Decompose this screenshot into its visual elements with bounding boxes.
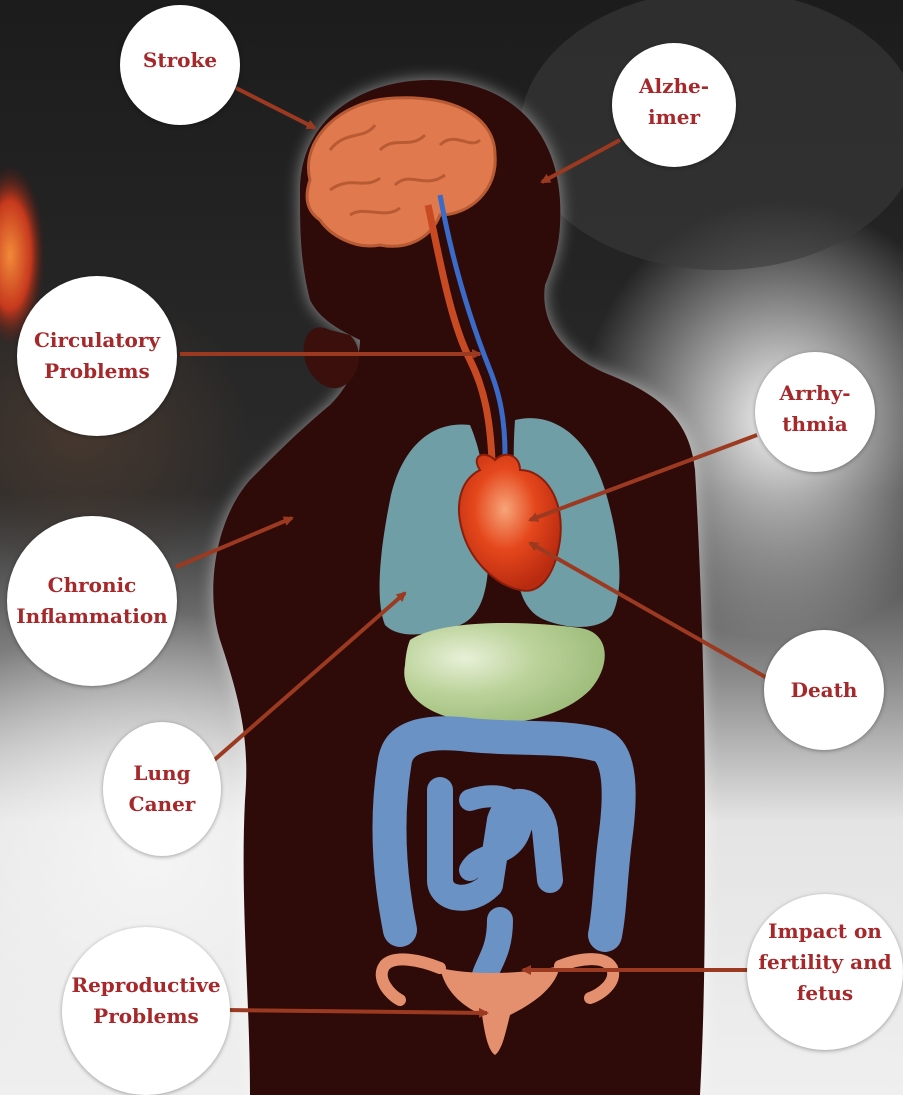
reproductive-label-bubble: Reproductive Problems <box>62 927 230 1095</box>
lung-label-line2: Caner <box>129 789 196 820</box>
circulatory-label-bubble: Circulatory Problems <box>17 276 177 436</box>
chronic-label-line1: Chronic <box>16 570 167 601</box>
impact-label-line1: Impact on <box>758 916 891 947</box>
death-label: Death <box>791 675 858 706</box>
impact-label-line3: fetus <box>758 978 891 1009</box>
reproductive-label-line2: Problems <box>71 1001 220 1032</box>
death-label-bubble: Death <box>764 630 884 750</box>
alzheimer-label-line2: imer <box>639 102 709 133</box>
chronic-label-line2: Inflammation <box>16 601 167 632</box>
alzheimer-label-line1: Alzhe- <box>639 71 709 102</box>
lung-label-line1: Lung <box>129 758 196 789</box>
chronic-inflammation-label-bubble: Chronic Inflammation <box>7 516 177 686</box>
stroke-label: Stroke <box>143 45 217 76</box>
arrhythmia-label-bubble: Arrhy- thmia <box>755 352 875 472</box>
lung-cancer-label-bubble: Lung Caner <box>103 722 221 856</box>
stroke-label-bubble: Stroke <box>120 5 240 125</box>
circulatory-label-line1: Circulatory <box>34 325 160 356</box>
fertility-impact-label-bubble: Impact on fertility and fetus <box>747 894 903 1050</box>
arrhythmia-label-line1: Arrhy- <box>779 378 850 409</box>
impact-label-line2: fertility and <box>758 947 891 978</box>
circulatory-label-line2: Problems <box>34 356 160 387</box>
reproductive-label-line1: Reproductive <box>71 970 220 1001</box>
alzheimer-label-bubble: Alzhe- imer <box>612 43 736 167</box>
arrhythmia-label-line2: thmia <box>779 409 850 440</box>
